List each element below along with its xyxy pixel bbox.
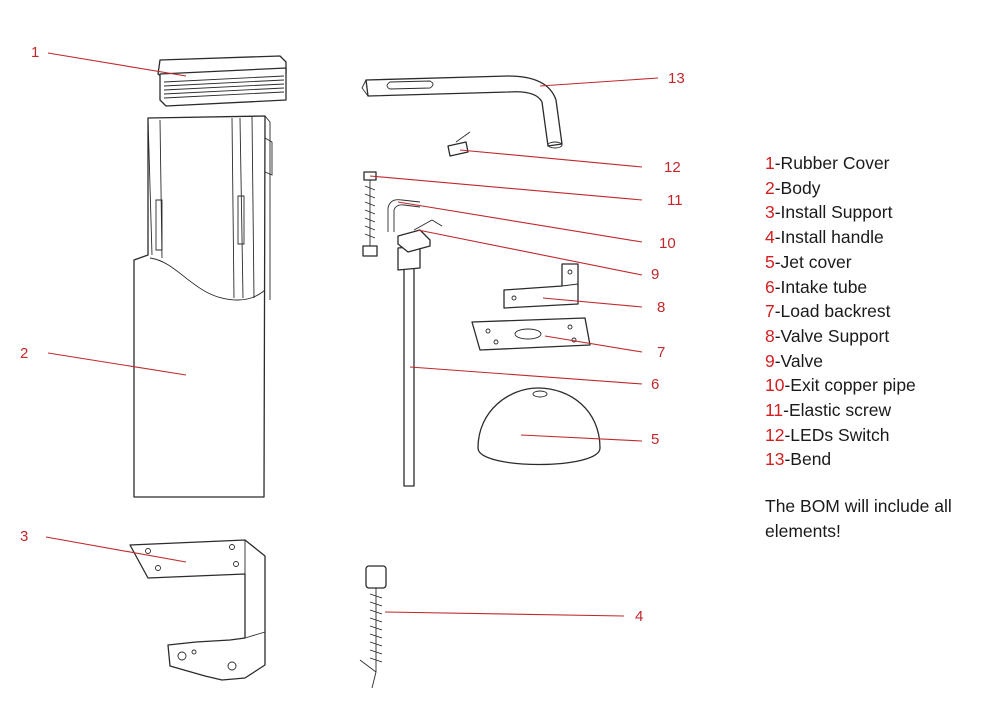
callout-3: 3 — [20, 528, 28, 545]
leader-10 — [397, 201, 643, 243]
legend-item-12: 12-LEDs Switch — [765, 423, 997, 448]
legend-num: 4 — [765, 227, 775, 248]
leader-2 — [47, 352, 187, 376]
callout-2: 2 — [20, 345, 28, 362]
legend-num: 5 — [765, 251, 775, 272]
legend-item-11: 11-Elastic screw — [765, 398, 997, 423]
legend-item-3: 3-Install Support — [765, 200, 997, 225]
legend-item-1: 1-Rubber Cover — [765, 151, 997, 176]
callout-4: 4 — [635, 608, 643, 625]
legend-num: 9 — [765, 350, 775, 371]
legend-label: -Install handle — [774, 227, 884, 248]
callout-9: 9 — [651, 266, 659, 283]
part-bend — [361, 75, 563, 149]
callout-7: 7 — [657, 344, 665, 361]
bom-note: The BOM will include all elements! — [765, 496, 952, 541]
legend-label: -Valve Support — [774, 325, 890, 346]
part-valve — [397, 219, 443, 253]
legend-num: 8 — [765, 325, 775, 346]
legend-num: 12 — [765, 424, 785, 445]
callout-8: 8 — [657, 299, 665, 316]
leader-7 — [544, 335, 643, 353]
legend-item-7: 7-Load backrest — [765, 299, 997, 324]
callout-13: 13 — [668, 70, 685, 87]
part-rubber-cover — [157, 55, 287, 107]
legend-label: -Intake tube — [774, 276, 868, 297]
legend-label: -Valve — [774, 350, 824, 371]
legend-num: 2 — [765, 177, 775, 198]
legend-item-2: 2-Body — [765, 176, 997, 201]
legend-item-8: 8-Valve Support — [765, 324, 997, 349]
part-body — [133, 115, 273, 498]
legend-num: 1 — [765, 153, 775, 173]
legend-label: -Rubber Cover — [774, 153, 890, 173]
legend-num: 3 — [765, 202, 775, 223]
part-install-handle — [359, 565, 387, 689]
leader-11 — [369, 175, 643, 201]
leader-12 — [459, 149, 643, 168]
callout-11: 11 — [667, 192, 683, 209]
part-jet-cover — [477, 387, 601, 466]
legend-item-13: 13-Bend — [765, 447, 997, 472]
legend-item-5: 5-Jet cover — [765, 250, 997, 275]
part-load-backrest — [471, 317, 591, 351]
part-valve-support — [503, 263, 579, 309]
callout-5: 5 — [651, 431, 659, 448]
leader-13 — [539, 77, 659, 87]
part-install-support — [129, 539, 266, 681]
leader-5 — [520, 434, 643, 442]
leader-6 — [409, 366, 643, 385]
parts-legend: 1-Rubber Cover 2-Body 3-Install Support … — [765, 151, 997, 472]
legend-label: -Load backrest — [774, 301, 891, 322]
legend-label: -LEDs Switch — [784, 424, 890, 445]
callout-12: 12 — [664, 159, 681, 176]
part-intake-tube — [397, 245, 421, 487]
legend-num: 6 — [765, 276, 775, 297]
leader-3 — [45, 536, 187, 563]
legend-label: -Bend — [784, 449, 832, 470]
legend-label: -Body — [774, 177, 821, 198]
callout-10: 10 — [659, 235, 676, 252]
callout-1: 1 — [31, 44, 39, 61]
leader-8 — [542, 297, 643, 308]
callout-6: 6 — [651, 376, 659, 393]
leader-lines — [45, 52, 659, 617]
legend-item-6: 6-Intake tube — [765, 275, 997, 300]
legend-num: 10 — [765, 375, 785, 396]
legend-label: -Install Support — [774, 202, 893, 223]
legend-label: -Elastic screw — [783, 400, 892, 421]
legend-item-4: 4-Install handle — [765, 225, 997, 250]
part-leds-switch — [447, 131, 471, 157]
legend-item-10: 10-Exit copper pipe — [765, 373, 997, 398]
legend-num: 13 — [765, 449, 785, 470]
callout-numbers: 1 2 3 4 5 6 7 8 9 10 11 12 13 — [20, 44, 685, 625]
part-elastic-screw — [362, 171, 378, 257]
part-exit-copper-pipe — [387, 199, 421, 232]
legend-num: 11 — [765, 400, 784, 421]
legend-num: 7 — [765, 301, 775, 322]
legend-item-9: 9-Valve — [765, 349, 997, 374]
leader-4 — [384, 611, 625, 617]
leader-1 — [47, 52, 187, 77]
legend-label: -Exit copper pipe — [784, 375, 916, 396]
leader-9 — [417, 229, 643, 276]
legend-label: -Jet cover — [774, 251, 852, 272]
